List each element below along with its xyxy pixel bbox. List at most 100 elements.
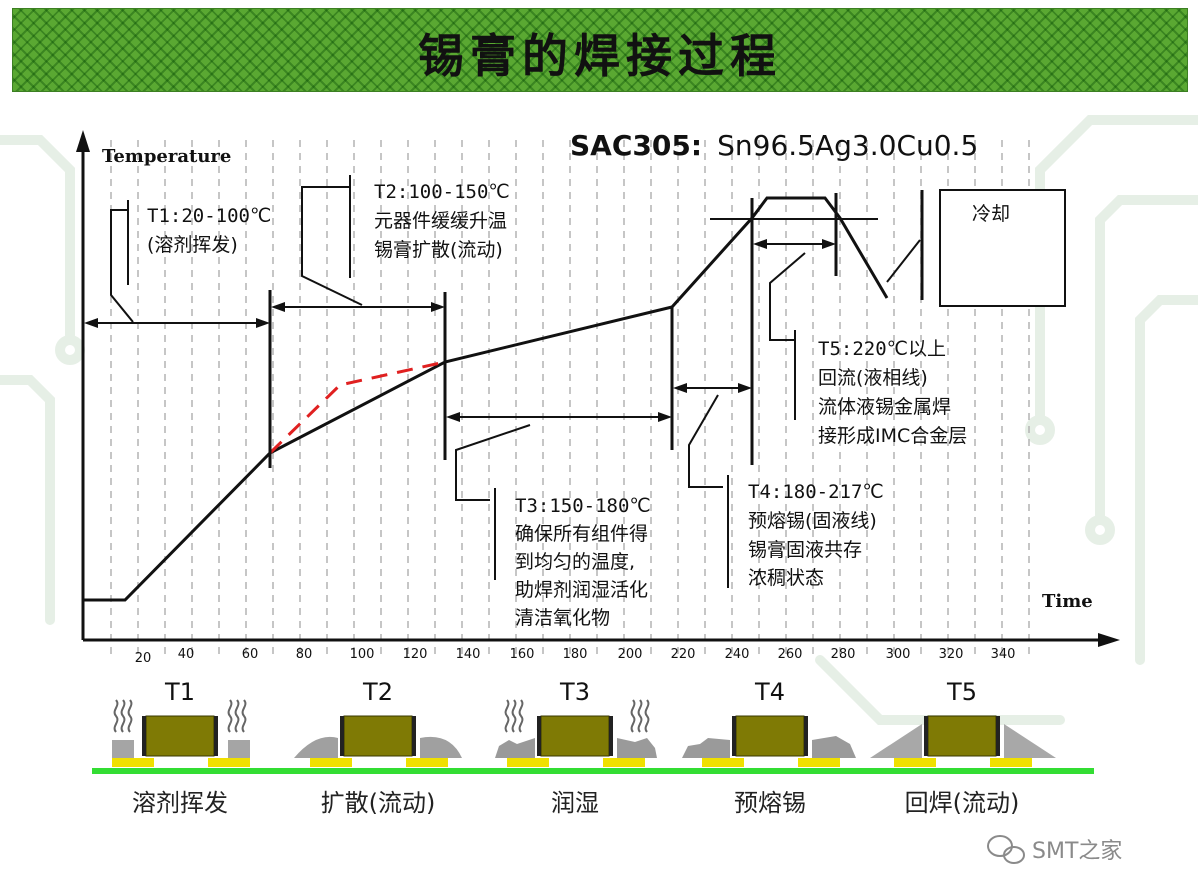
axes [76,130,1120,647]
solder-pad [603,758,645,767]
x-tick-label: 160 [510,647,535,662]
solder-paste [812,736,856,758]
vapor-icon [113,699,119,733]
solder-fillet [870,724,922,758]
zone-arrows [84,239,836,422]
solder-paste [617,738,657,758]
stage-name: T1 [164,678,195,706]
cooling-label: 冷却 [972,203,1010,225]
vapor-icon [120,699,126,733]
vapor-icon [241,699,247,733]
x-tick-label: 60 [242,647,259,662]
stage-name: T3 [559,678,590,706]
stage-3: T3 润湿 [495,678,657,817]
t1-line-1: T1:20-100℃ [147,205,271,227]
component-terminal [412,716,416,756]
y-axis-label: Temperature [102,146,231,167]
t4-line-3: 锡膏固液共存 [748,538,862,561]
alloy-composition: Sn96.5Ag3.0Cu0.5 [717,129,978,162]
t3-line-1: T3:150-180℃ [515,495,651,517]
solder-pad [310,758,352,767]
x-tick-label: 100 [350,647,375,662]
cooling-pointer [886,239,921,283]
vapor-icon [127,699,133,733]
watermark: SMT之家 [987,835,1122,864]
component-body [145,715,215,757]
x-tick-label: 320 [939,647,964,662]
component-terminal [996,716,1000,756]
vapor-icon [518,699,524,733]
t5-line-3: 流体液锡金属焊 [818,396,951,418]
component-body [540,715,610,757]
vapor-icon [234,699,240,733]
stage-2: T2 扩散(流动) [294,678,462,817]
annotation-t2: T2:100-150℃ 元器件缓缓升温 锡膏扩散(流动) [374,181,510,261]
vapor-icon [227,699,233,733]
x-tick-label: 180 [563,647,588,662]
stage-description: 溶剂挥发 [132,789,228,817]
callout-brackets [110,175,806,588]
component-body [927,715,997,757]
t1-line-2: (溶剂挥发) [147,234,238,256]
t3-line-3: 到均匀的温度, [515,551,635,573]
x-tick-label: 340 [991,647,1016,662]
solder-pad [702,758,744,767]
t4-line-4: 浓稠状态 [748,567,824,589]
stage-name: T5 [946,678,977,706]
component-terminal [214,716,218,756]
page-title: 锡膏的焊接过程 [418,29,782,83]
annotation-t5: T5:220℃以上 回流(液相线) 流体液锡金属焊 接形成IMC合金层 [818,338,967,447]
vapor-icon [644,699,650,733]
wechat-icon [987,835,1025,864]
t5-line-4: 接形成IMC合金层 [818,425,967,447]
stage-description: 润湿 [551,789,599,817]
component-terminal [732,716,736,756]
x-tick-label: 40 [178,647,195,662]
vapor-icon [637,699,643,733]
t4-line-1: T4:180-217℃ [748,481,884,503]
vapor-icon [630,699,636,733]
stage-name: T2 [362,678,393,706]
solder-pad [894,758,936,767]
stage-description: 扩散(流动) [321,789,436,817]
solder-pad [208,758,250,767]
x-tick-label: 20 [135,651,152,666]
time-gridlines [110,140,1030,656]
stage-description: 预熔锡 [734,789,806,817]
solder-paste [112,740,134,758]
vapor-icon [504,699,510,733]
cooling-box [939,189,1066,307]
x-tick-label: 200 [618,647,643,662]
solder-paste [294,736,338,758]
x-tick-label: 120 [403,647,428,662]
component-terminal [609,716,613,756]
x-tick-label: 80 [296,647,313,662]
component-body [343,715,413,757]
t4-line-2: 预熔锡(固液线) [748,510,877,532]
alloy-label: SAC305: Sn96.5Ag3.0Cu0.5 [570,129,978,162]
stage-1: T1 溶剂挥发 [112,678,250,817]
t2-line-3: 锡膏扩散(流动) [374,238,503,261]
solder-pad [406,758,448,767]
x-axis-label: Time [1042,591,1093,612]
component-terminal [142,716,146,756]
solder-pad [798,758,840,767]
zone-boundaries [268,190,924,468]
x-tick-label: 220 [671,647,696,662]
pcb-board [92,768,1094,774]
t2-line-1: T2:100-150℃ [374,181,510,203]
solder-paste [682,738,730,758]
x-tick-label: 300 [886,647,911,662]
annotation-t3: T3:150-180℃ 确保所有组件得 到均匀的温度, 助焊剂润湿活化 清洁氧化… [515,495,651,629]
vapor-icon [511,699,517,733]
t3-line-2: 确保所有组件得 [515,523,648,545]
solder-paste [420,736,462,758]
t5-line-1: T5:220℃以上 [818,338,946,360]
t2-line-2: 元器件缓缓升温 [374,210,507,232]
solder-paste [495,738,535,758]
solder-pad [990,758,1032,767]
